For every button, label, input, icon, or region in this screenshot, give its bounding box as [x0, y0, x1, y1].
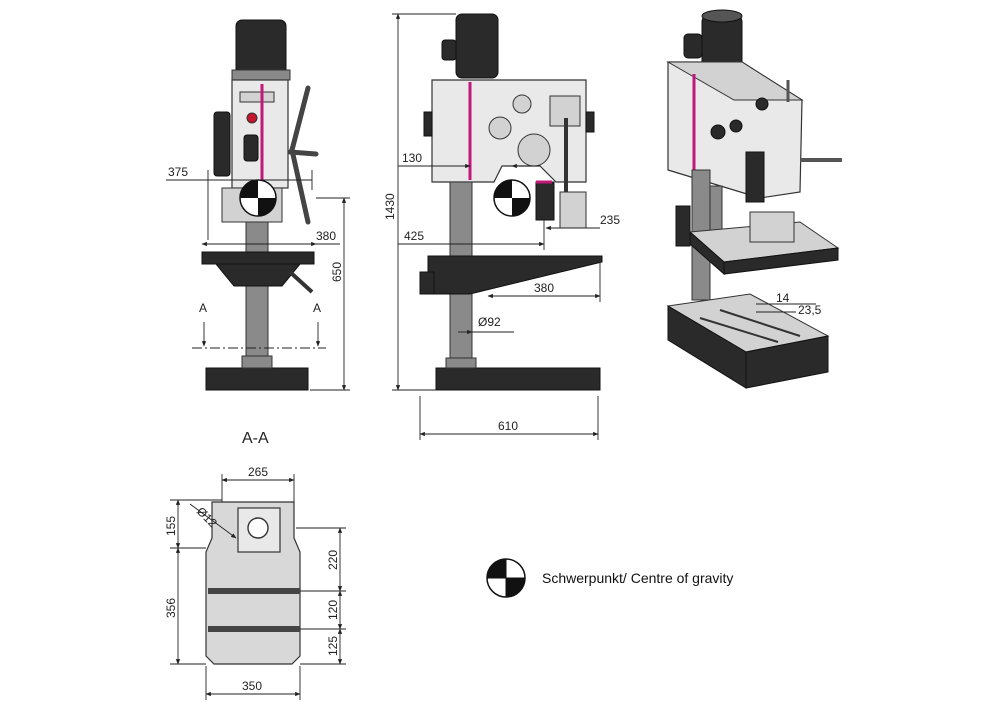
- dim-base-125: 125: [326, 636, 340, 656]
- front-base: [205, 367, 309, 391]
- front-motor: [235, 19, 287, 79]
- front-view: 375 380 650 A A: [166, 19, 350, 391]
- legend: Schwerpunkt/ Centre of gravity: [486, 558, 733, 598]
- dim-side-425: 425: [404, 229, 424, 243]
- column-hole: [247, 517, 269, 539]
- dim-base-350: 350: [242, 679, 262, 693]
- dim-base-265: 265: [248, 465, 268, 479]
- section-mark-right: A: [313, 301, 321, 315]
- front-table: [201, 251, 315, 265]
- dim-front-375: 375: [168, 165, 188, 179]
- front-column: [245, 221, 269, 373]
- side-centre-of-gravity-icon: [493, 179, 531, 217]
- front-centre-of-gravity-icon: [239, 179, 277, 217]
- dim-side-380: 380: [534, 281, 554, 295]
- dim-side-130: 130: [402, 151, 422, 165]
- section-mark-left: A: [199, 301, 207, 315]
- dim-iso-23-5: 23,5: [798, 303, 822, 317]
- side-motor: [455, 13, 499, 79]
- dim-side-92: Ø92: [478, 315, 501, 329]
- side-base: [435, 367, 601, 391]
- section-title: A-A: [242, 430, 269, 447]
- feed-handle: [289, 85, 311, 153]
- dim-base-356: 356: [164, 598, 178, 618]
- dim-base-220: 220: [326, 550, 340, 570]
- emergency-stop-icon: [246, 112, 258, 124]
- legend-label: Schwerpunkt/ Centre of gravity: [542, 570, 733, 586]
- dim-front-650: 650: [330, 262, 344, 282]
- base-slot: [208, 626, 300, 632]
- side-table-arm: [427, 255, 603, 295]
- dim-side-610: 610: [498, 419, 518, 433]
- dim-front-380: 380: [316, 229, 336, 243]
- dim-side-1430: 1430: [383, 193, 397, 220]
- centre-of-gravity-icon: [486, 558, 526, 598]
- section-aa-view: A-A 265 155 Ø12 356 220 1: [164, 430, 346, 700]
- dim-iso-14: 14: [776, 291, 790, 305]
- dim-side-235: 235: [600, 213, 620, 227]
- isometric-view: 14 23,5: [666, 9, 842, 389]
- base-slot: [208, 588, 300, 594]
- dim-base-120: 120: [326, 600, 340, 620]
- side-view: 1430 130 425 235 380 Ø92 610: [383, 13, 620, 440]
- dim-base-155: 155: [164, 516, 178, 536]
